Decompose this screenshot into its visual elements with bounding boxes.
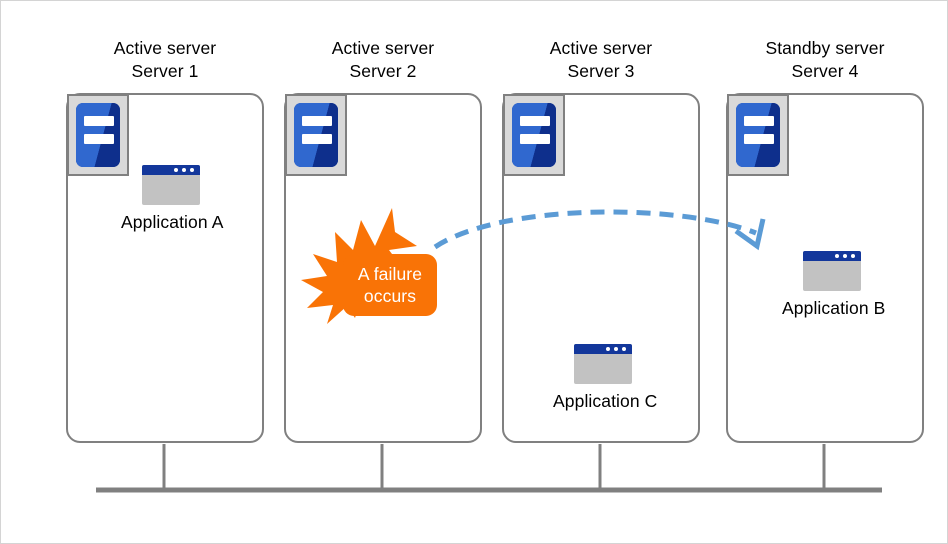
server-box-2[interactable] — [284, 93, 482, 443]
machine-bar-top — [302, 116, 332, 126]
server-role-1: Active server — [113, 38, 217, 58]
machine-body — [736, 103, 780, 167]
machine-body — [294, 103, 338, 167]
machine-body — [76, 103, 120, 167]
server-box-1[interactable]: Application A — [66, 93, 264, 443]
machine-bar-bottom — [744, 134, 774, 144]
failure-line-1: A failure — [357, 264, 423, 284]
app-dot-3 — [622, 347, 626, 351]
app-dot-1 — [835, 254, 839, 258]
server-column-4: Standby server Server 4 Application B — [726, 37, 924, 445]
server-box-4[interactable]: Application B — [726, 93, 924, 443]
machine-body — [512, 103, 556, 167]
server-column-1: Active server Server 1 Application A — [66, 37, 264, 445]
server-role-4: Standby server — [765, 38, 885, 58]
application-group-c[interactable]: Application C — [553, 344, 658, 412]
server-machine-icon — [503, 94, 565, 176]
app-window-icon — [803, 251, 861, 291]
application-group-a[interactable]: Application A — [121, 165, 224, 233]
server-column-2: Active server Server 2 — [284, 37, 482, 445]
server-box-3[interactable]: Application C — [502, 93, 700, 443]
machine-bar-bottom — [520, 134, 550, 144]
server-machine-icon — [727, 94, 789, 176]
machine-bar-top — [520, 116, 550, 126]
server-name-3: Server 3 — [567, 61, 635, 81]
server-machine-icon — [67, 94, 129, 176]
server-machine-icon — [285, 94, 347, 176]
failure-line-2: occurs — [363, 286, 417, 306]
server-role-2: Active server — [331, 38, 435, 58]
application-group-b[interactable]: Application B — [782, 251, 886, 319]
server-name-4: Server 4 — [791, 61, 859, 81]
server-title-4: Standby server Server 4 — [726, 37, 924, 83]
failure-message-plate: A failure occurs — [343, 254, 437, 316]
network-bus-icon — [96, 444, 882, 493]
server-title-1: Active server Server 1 — [66, 37, 264, 83]
machine-bar-bottom — [84, 134, 114, 144]
app-dot-3 — [190, 168, 194, 172]
server-column-3: Active server Server 3 Application C — [502, 37, 700, 445]
app-window-icon — [574, 344, 632, 384]
app-dot-2 — [614, 347, 618, 351]
app-dot-1 — [606, 347, 610, 351]
app-titlebar — [803, 251, 861, 261]
machine-bar-top — [744, 116, 774, 126]
machine-bar-top — [84, 116, 114, 126]
app-window-icon — [142, 165, 200, 205]
application-label-a: Application A — [121, 212, 224, 232]
machine-bar-bottom — [302, 134, 332, 144]
server-role-3: Active server — [549, 38, 653, 58]
app-titlebar — [142, 165, 200, 175]
app-dot-2 — [182, 168, 186, 172]
app-dot-2 — [843, 254, 847, 258]
dashed-curved-arrow-icon — [433, 209, 766, 251]
server-name-2: Server 2 — [349, 61, 417, 81]
application-label-c: Application C — [553, 391, 658, 411]
server-title-2: Active server Server 2 — [284, 37, 482, 83]
app-dot-1 — [174, 168, 178, 172]
failure-callout[interactable]: A failure occurs — [297, 206, 447, 326]
server-name-1: Server 1 — [131, 61, 199, 81]
app-dot-3 — [851, 254, 855, 258]
app-titlebar — [574, 344, 632, 354]
application-label-b: Application B — [782, 298, 886, 318]
server-title-3: Active server Server 3 — [502, 37, 700, 83]
failure-message: A failure occurs — [358, 263, 422, 307]
